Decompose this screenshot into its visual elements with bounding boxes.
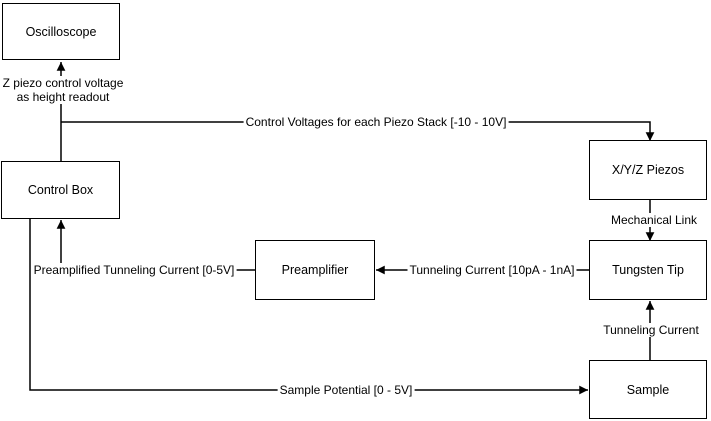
edge-label-control-voltages: Control Voltages for each Piezo Stack [-…: [243, 115, 509, 129]
node-tungsten-tip: Tungsten Tip: [589, 240, 707, 300]
edge-label-mechanical-link: Mechanical Link: [608, 213, 700, 227]
node-xyz-piezos: X/Y/Z Piezos: [589, 140, 707, 200]
node-sample: Sample: [589, 360, 707, 419]
edge-label-tunneling-current: Tunneling Current: [601, 323, 701, 337]
node-preamplifier: Preamplifier: [255, 240, 375, 300]
node-oscilloscope: Oscilloscope: [2, 3, 120, 60]
edge-label-z-piezo-readout-line2: as height readout: [16, 90, 110, 104]
edge-label-z-piezo-readout-line1: Z piezo control voltage: [2, 76, 124, 90]
edge-label-sample-potential: Sample Potential [0 - 5V]: [277, 383, 415, 397]
edge-label-preamplified-current: Preamplified Tunneling Current [0-5V]: [31, 263, 237, 277]
edge-label-tunneling-current-range: Tunneling Current [10pA - 1nA]: [407, 263, 577, 277]
node-control-box: Control Box: [1, 161, 120, 219]
edge-label-z-piezo-readout: Z piezo control voltage as height readou…: [0, 76, 126, 104]
